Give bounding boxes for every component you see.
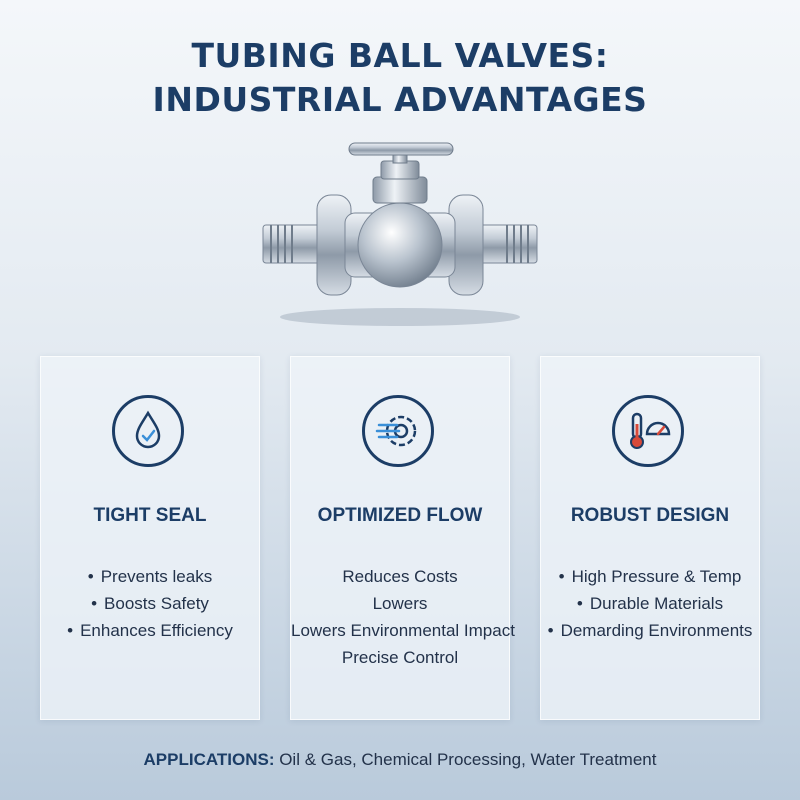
list-item: Lowers Environmental Impact — [291, 621, 515, 640]
page-title: TUBING BALL VALVES: INDUSTRIAL ADVANTAGE… — [0, 34, 800, 122]
list-item: Lowers — [372, 594, 428, 613]
title-line-2: INDUSTRIAL ADVANTAGES — [152, 80, 648, 119]
list-item: Boosts Safety — [41, 590, 259, 617]
card-title: OPTIMIZED FLOW — [317, 505, 483, 526]
list-item: Precise Control — [341, 648, 459, 667]
thermometer-gauge-icon — [612, 395, 684, 467]
list-item: Enhances Efficiency — [41, 617, 259, 644]
list-item: Reduces Costs — [342, 567, 458, 586]
feature-card-optimized-flow: OPTIMIZED FLOW Reduces Costs Lowers Lowe… — [290, 356, 515, 720]
list-item: High Pressure & Temp — [541, 563, 759, 590]
applications-text: Oil & Gas, Chemical Processing, Water Tr… — [274, 750, 657, 769]
list-item: Demarding Environments — [541, 617, 759, 644]
gear-flow-icon — [362, 395, 434, 467]
feature-list: High Pressure & Temp Durable Materials D… — [541, 563, 759, 644]
list-item: Durable Materials — [541, 590, 759, 617]
feature-list: Prevents leaks Boosts Safety Enhances Ef… — [41, 563, 259, 644]
applications-footer: APPLICATIONS: Oil & Gas, Chemical Proces… — [0, 750, 800, 770]
card-title: TIGHT SEAL — [93, 505, 207, 526]
ball-valve-illustration — [262, 142, 538, 326]
feature-list: Reduces Costs Lowers Lowers Environmenta… — [291, 563, 515, 671]
feature-card-tight-seal: TIGHT SEAL Prevents leaks Boosts Safety … — [40, 356, 260, 720]
title-line-1: TUBING BALL VALVES: — [191, 36, 609, 75]
card-title: ROBUST DESIGN — [570, 505, 730, 526]
applications-label: APPLICATIONS: — [143, 750, 275, 769]
water-drop-check-icon — [112, 395, 184, 467]
feature-card-robust-design: ROBUST DESIGN High Pressure & Temp Durab… — [540, 356, 760, 720]
list-item: Prevents leaks — [41, 563, 259, 590]
